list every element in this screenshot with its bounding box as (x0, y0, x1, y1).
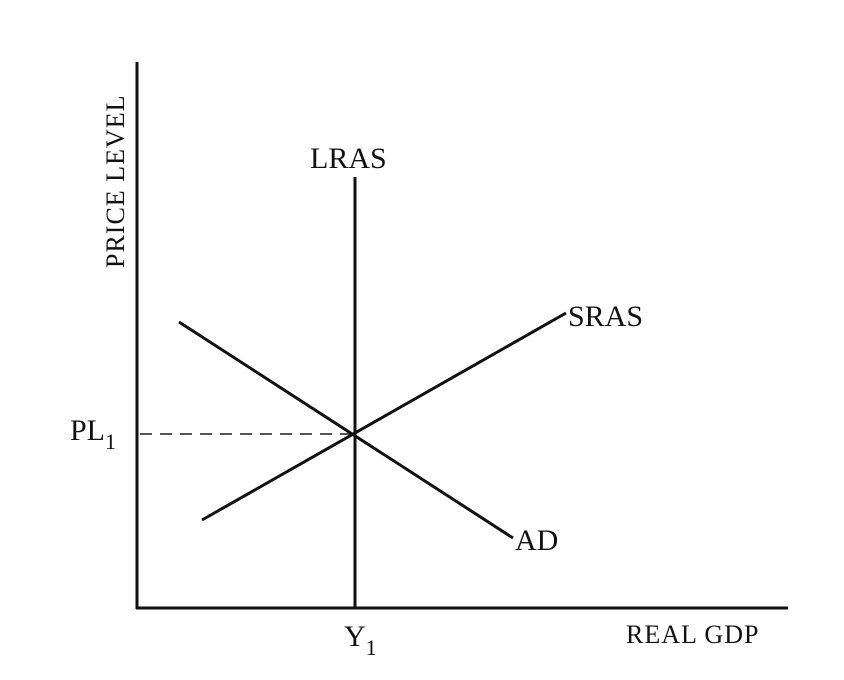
y-axis-label: PRICE LEVEL (101, 95, 130, 269)
x-axis-label: REAL GDP (626, 620, 759, 649)
lras-label: LRAS (310, 142, 387, 175)
sras-label: SRAS (568, 300, 643, 333)
ad-curve (178, 320, 514, 540)
sras-curve (201, 311, 567, 522)
price-level-label: PL1 (70, 414, 116, 454)
output-label: Y1 (344, 620, 377, 660)
output-label-subscript: 1 (366, 635, 377, 660)
ad-label: AD (515, 524, 558, 557)
price-level-label-subscript: 1 (105, 429, 116, 454)
price-level-label-main: PL (70, 414, 105, 447)
output-label-main: Y (344, 620, 366, 653)
